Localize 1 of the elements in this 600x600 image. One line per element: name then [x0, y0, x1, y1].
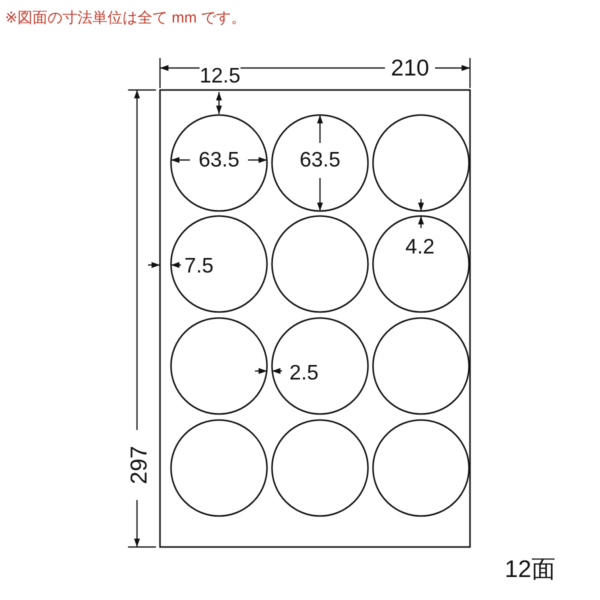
label-count: 12面 [504, 558, 556, 582]
